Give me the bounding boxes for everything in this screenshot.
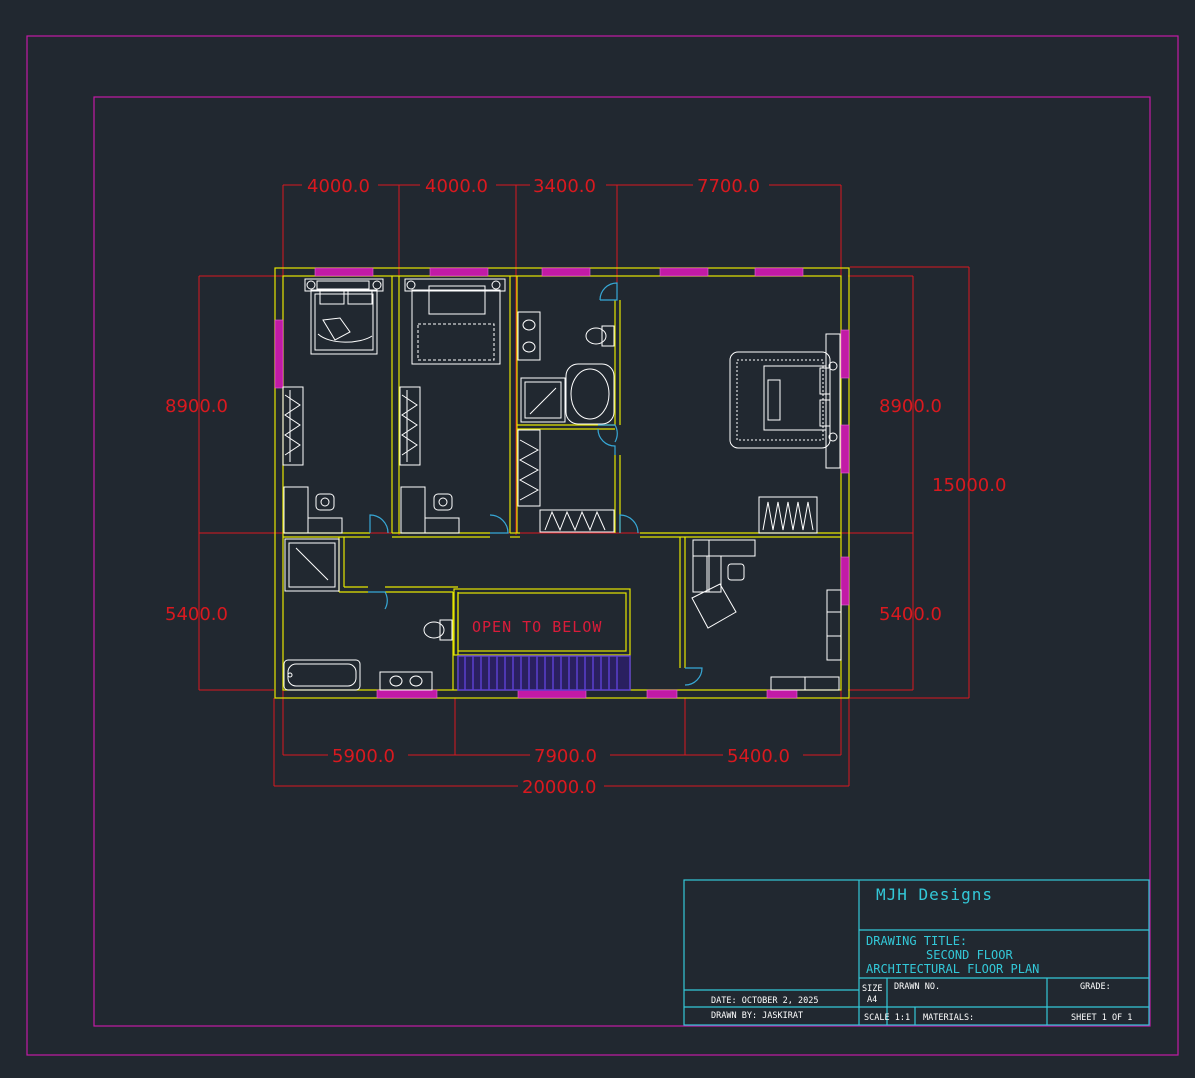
stair xyxy=(457,655,631,691)
toilet-upper-icon xyxy=(585,325,615,347)
drawn-by-text: DRAWN BY: JASKIRAT xyxy=(711,1011,803,1021)
size-value: A4 xyxy=(867,995,877,1005)
scale-text: SCALE 1:1 xyxy=(864,1013,910,1023)
open-to-below-label: OPEN TO BELOW xyxy=(472,618,602,636)
toilet-lower-icon xyxy=(423,619,453,641)
dim-bottom-2: 7900.0 xyxy=(534,746,597,767)
drawing-title-line1: SECOND FLOOR xyxy=(926,948,1013,962)
inner-drawing-border xyxy=(93,96,1151,1027)
drawn-no-label: DRAWN NO. xyxy=(894,982,940,992)
bed-1-icon xyxy=(304,278,384,355)
bed-2-icon xyxy=(404,278,506,365)
master-bed-icon xyxy=(729,333,841,469)
title-block xyxy=(683,879,1150,1026)
company-name: MJH Designs xyxy=(876,885,993,904)
sink-lower-icon xyxy=(379,671,433,691)
size-label: SIZE xyxy=(862,984,882,994)
dim-top-4: 7700.0 xyxy=(697,176,760,197)
bathtub-lower-icon xyxy=(283,659,361,691)
dim-left-upper: 8900.0 xyxy=(165,396,228,417)
shower-lower-icon xyxy=(284,538,340,592)
date-text: DATE: OCTOBER 2, 2025 xyxy=(711,996,818,1006)
drawing-title-line2: ARCHITECTURAL FLOOR PLAN xyxy=(866,962,1039,976)
dim-left-lower: 5400.0 xyxy=(165,604,228,625)
bathtub-oval-icon xyxy=(565,363,615,425)
dim-bottom-1: 5900.0 xyxy=(332,746,395,767)
doors xyxy=(368,282,703,686)
office-desk-icon xyxy=(691,539,756,629)
grade-label: GRADE: xyxy=(1080,982,1111,992)
desk-1-icon xyxy=(283,486,343,534)
dimension-texts: 4000.0 4000.0 3400.0 7700.0 8900.0 5400.… xyxy=(165,175,1006,798)
wardrobe-1-icon xyxy=(282,386,304,466)
materials-label: MATERIALS: xyxy=(923,1013,974,1023)
outer-sheet-border xyxy=(26,35,1179,1056)
wardrobe-2-icon xyxy=(399,386,421,466)
dim-overall-width: 20000.0 xyxy=(522,777,596,798)
furniture xyxy=(282,278,842,691)
dim-bottom-3: 5400.0 xyxy=(727,746,790,767)
master-wardrobe-icon xyxy=(758,496,818,534)
dim-top-1: 4000.0 xyxy=(307,176,370,197)
drawing-title-label: DRAWING TITLE: xyxy=(866,934,967,948)
shower-upper-icon xyxy=(520,377,566,423)
dim-right-upper: 8900.0 xyxy=(879,396,942,417)
sheet-text: SHEET 1 OF 1 xyxy=(1071,1013,1132,1023)
dim-top-3: 3400.0 xyxy=(533,176,596,197)
office-shelf-icon xyxy=(770,589,842,691)
dim-overall-height: 15000.0 xyxy=(932,475,1006,496)
windows xyxy=(274,267,850,699)
desk-2-icon xyxy=(400,486,460,534)
dim-right-lower: 5400.0 xyxy=(879,604,942,625)
dim-top-2: 4000.0 xyxy=(425,176,488,197)
closet-icon xyxy=(517,429,615,533)
vanity-icon xyxy=(517,311,541,361)
